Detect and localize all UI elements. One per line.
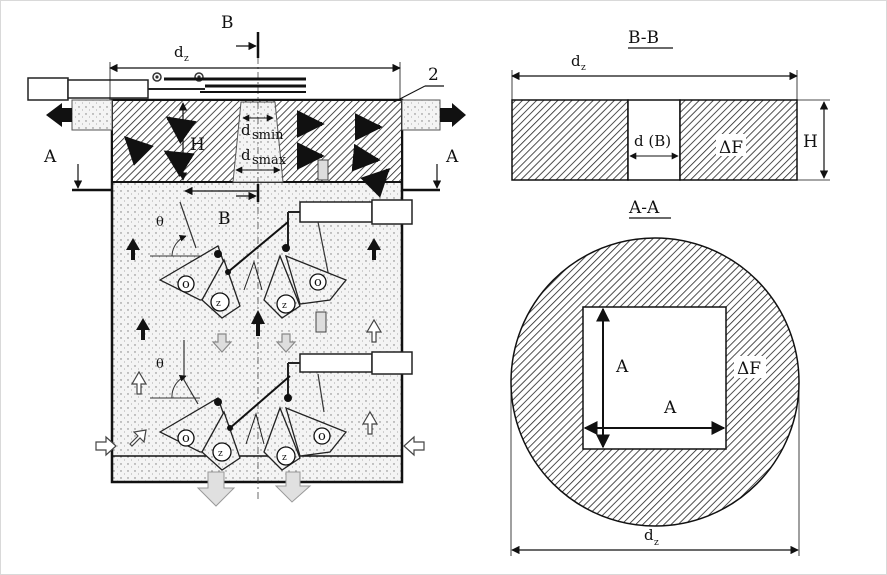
lower-cylinder: [287, 351, 413, 396]
dz-label: d: [174, 43, 184, 61]
svg-text:θ: θ: [156, 357, 164, 372]
flow-arrows-solid: [126, 238, 381, 340]
upper-o-right: o: [314, 275, 322, 290]
discharge-arrows: [196, 471, 312, 507]
aa-a-vertical-label: A: [615, 357, 629, 377]
dsmax-d: d: [241, 146, 251, 164]
bb-dz: d: [571, 52, 581, 70]
section-a-right-label: A: [445, 147, 459, 167]
dz-sub: z: [184, 54, 189, 64]
h-label: H: [190, 135, 205, 155]
section-a-left-label: A: [43, 147, 57, 167]
dsmax-sub: smax: [252, 153, 287, 168]
flow-arrows-outline: [95, 318, 425, 457]
upper-valve-assembly: o z z o: [158, 221, 348, 319]
aa-a-horizontal-label: A: [663, 398, 677, 418]
section-b-bottom-label: B: [218, 209, 231, 229]
lower-o-left: o: [182, 431, 190, 446]
upper-cylinder: [287, 199, 413, 246]
lower-o-right: o: [318, 429, 326, 444]
upper-o-left: o: [182, 277, 190, 292]
dsmin-d: d: [241, 121, 251, 139]
right-outlet: [401, 99, 441, 131]
bb-dB-label: d (B): [634, 132, 671, 150]
svg-text:θ: θ: [156, 215, 164, 230]
bb-title: B-B: [628, 28, 659, 48]
apparatus-section: d z 2 B H d smin d smax A A B: [27, 13, 466, 507]
dsmin-sub: smin: [252, 128, 284, 143]
bb-hatched-left: [511, 99, 629, 181]
left-outlet: [71, 99, 113, 131]
theta-angle-lower: θ: [150, 357, 200, 399]
lower-z-left: z: [218, 449, 223, 459]
right-outlet-arrow: [440, 103, 466, 127]
lower-z-right: z: [282, 453, 287, 463]
upper-z-left: z: [216, 299, 221, 309]
bb-dF-label: ΔF: [719, 138, 743, 158]
theta-angle-upper: θ: [150, 215, 200, 257]
aa-dz: d: [644, 526, 654, 544]
section-aa: A-A A A ΔF d z: [510, 198, 800, 556]
section-bb: B-B d z d (B) ΔF H: [511, 28, 830, 181]
flow-arrows-hatched: [124, 110, 390, 198]
upper-z-right: z: [282, 301, 287, 311]
top-actuator: [27, 72, 306, 101]
aa-dz-sub: z: [654, 538, 659, 548]
aa-title: A-A: [628, 198, 660, 218]
bb-dz-sub: z: [581, 63, 586, 73]
section-b-top-label: B: [221, 13, 234, 33]
lower-valve-assembly: o z z o: [158, 375, 348, 471]
part-2-label: 2: [428, 65, 439, 85]
aa-dF-label: ΔF: [737, 359, 761, 379]
left-outlet-arrow: [46, 103, 72, 127]
bb-h-label: H: [803, 132, 818, 152]
